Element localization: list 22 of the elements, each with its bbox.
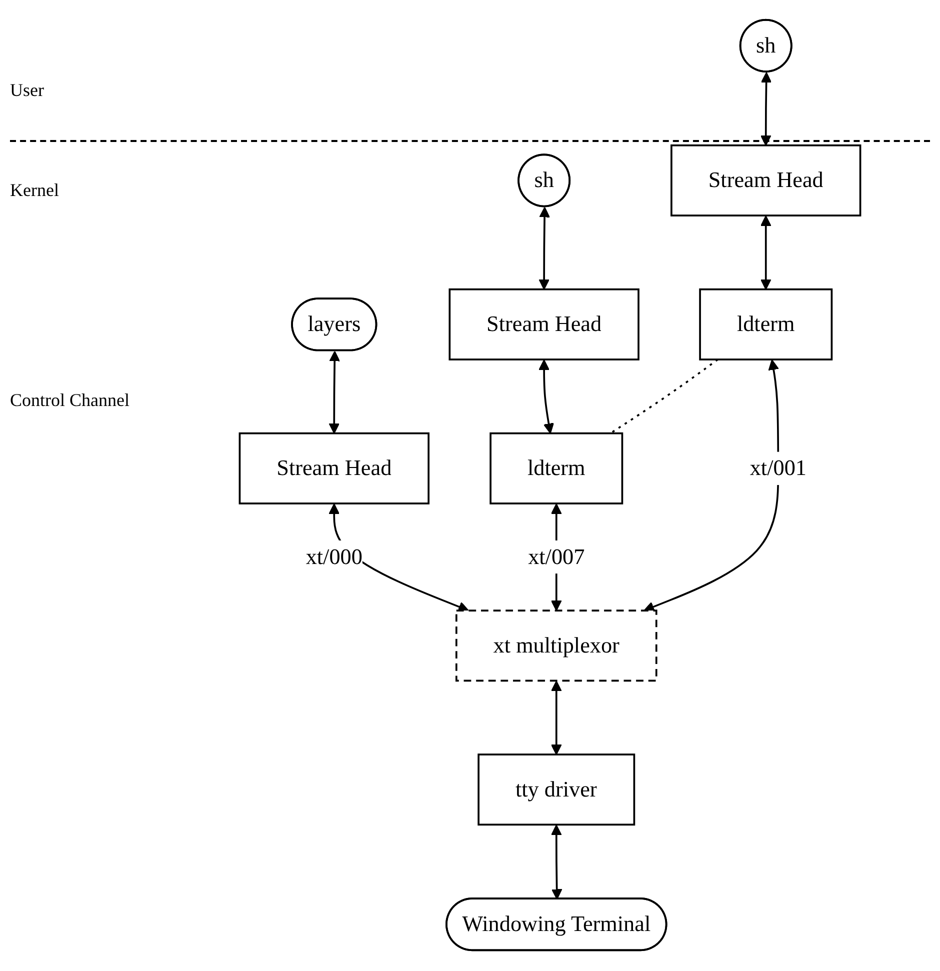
layer-label: User: [10, 80, 44, 101]
node-box: Stream Head: [448, 288, 640, 360]
node-box: Stream Head: [238, 432, 430, 504]
connector: [610, 358, 718, 434]
arrow: [538, 359, 554, 434]
arrow: [538, 206, 550, 290]
edge-label: xt/001: [750, 455, 806, 480]
layer-label: Kernel: [10, 180, 59, 201]
edge-label: xt/007: [528, 544, 585, 569]
channel-label: Control Channel: [10, 390, 130, 411]
node-box: Stream Head: [670, 144, 862, 216]
node-box: ldterm: [490, 432, 624, 504]
arrow: [760, 72, 772, 146]
arrow: [760, 216, 772, 290]
node-box: ldterm: [699, 288, 833, 360]
arrow: [550, 824, 562, 900]
arrow: [328, 350, 340, 434]
node-box: tty driver: [478, 754, 636, 826]
edge-label: xt/000: [306, 544, 362, 569]
node-box: xt multiplexor: [455, 610, 658, 682]
arrow: [644, 359, 780, 612]
arrow: [550, 680, 562, 755]
